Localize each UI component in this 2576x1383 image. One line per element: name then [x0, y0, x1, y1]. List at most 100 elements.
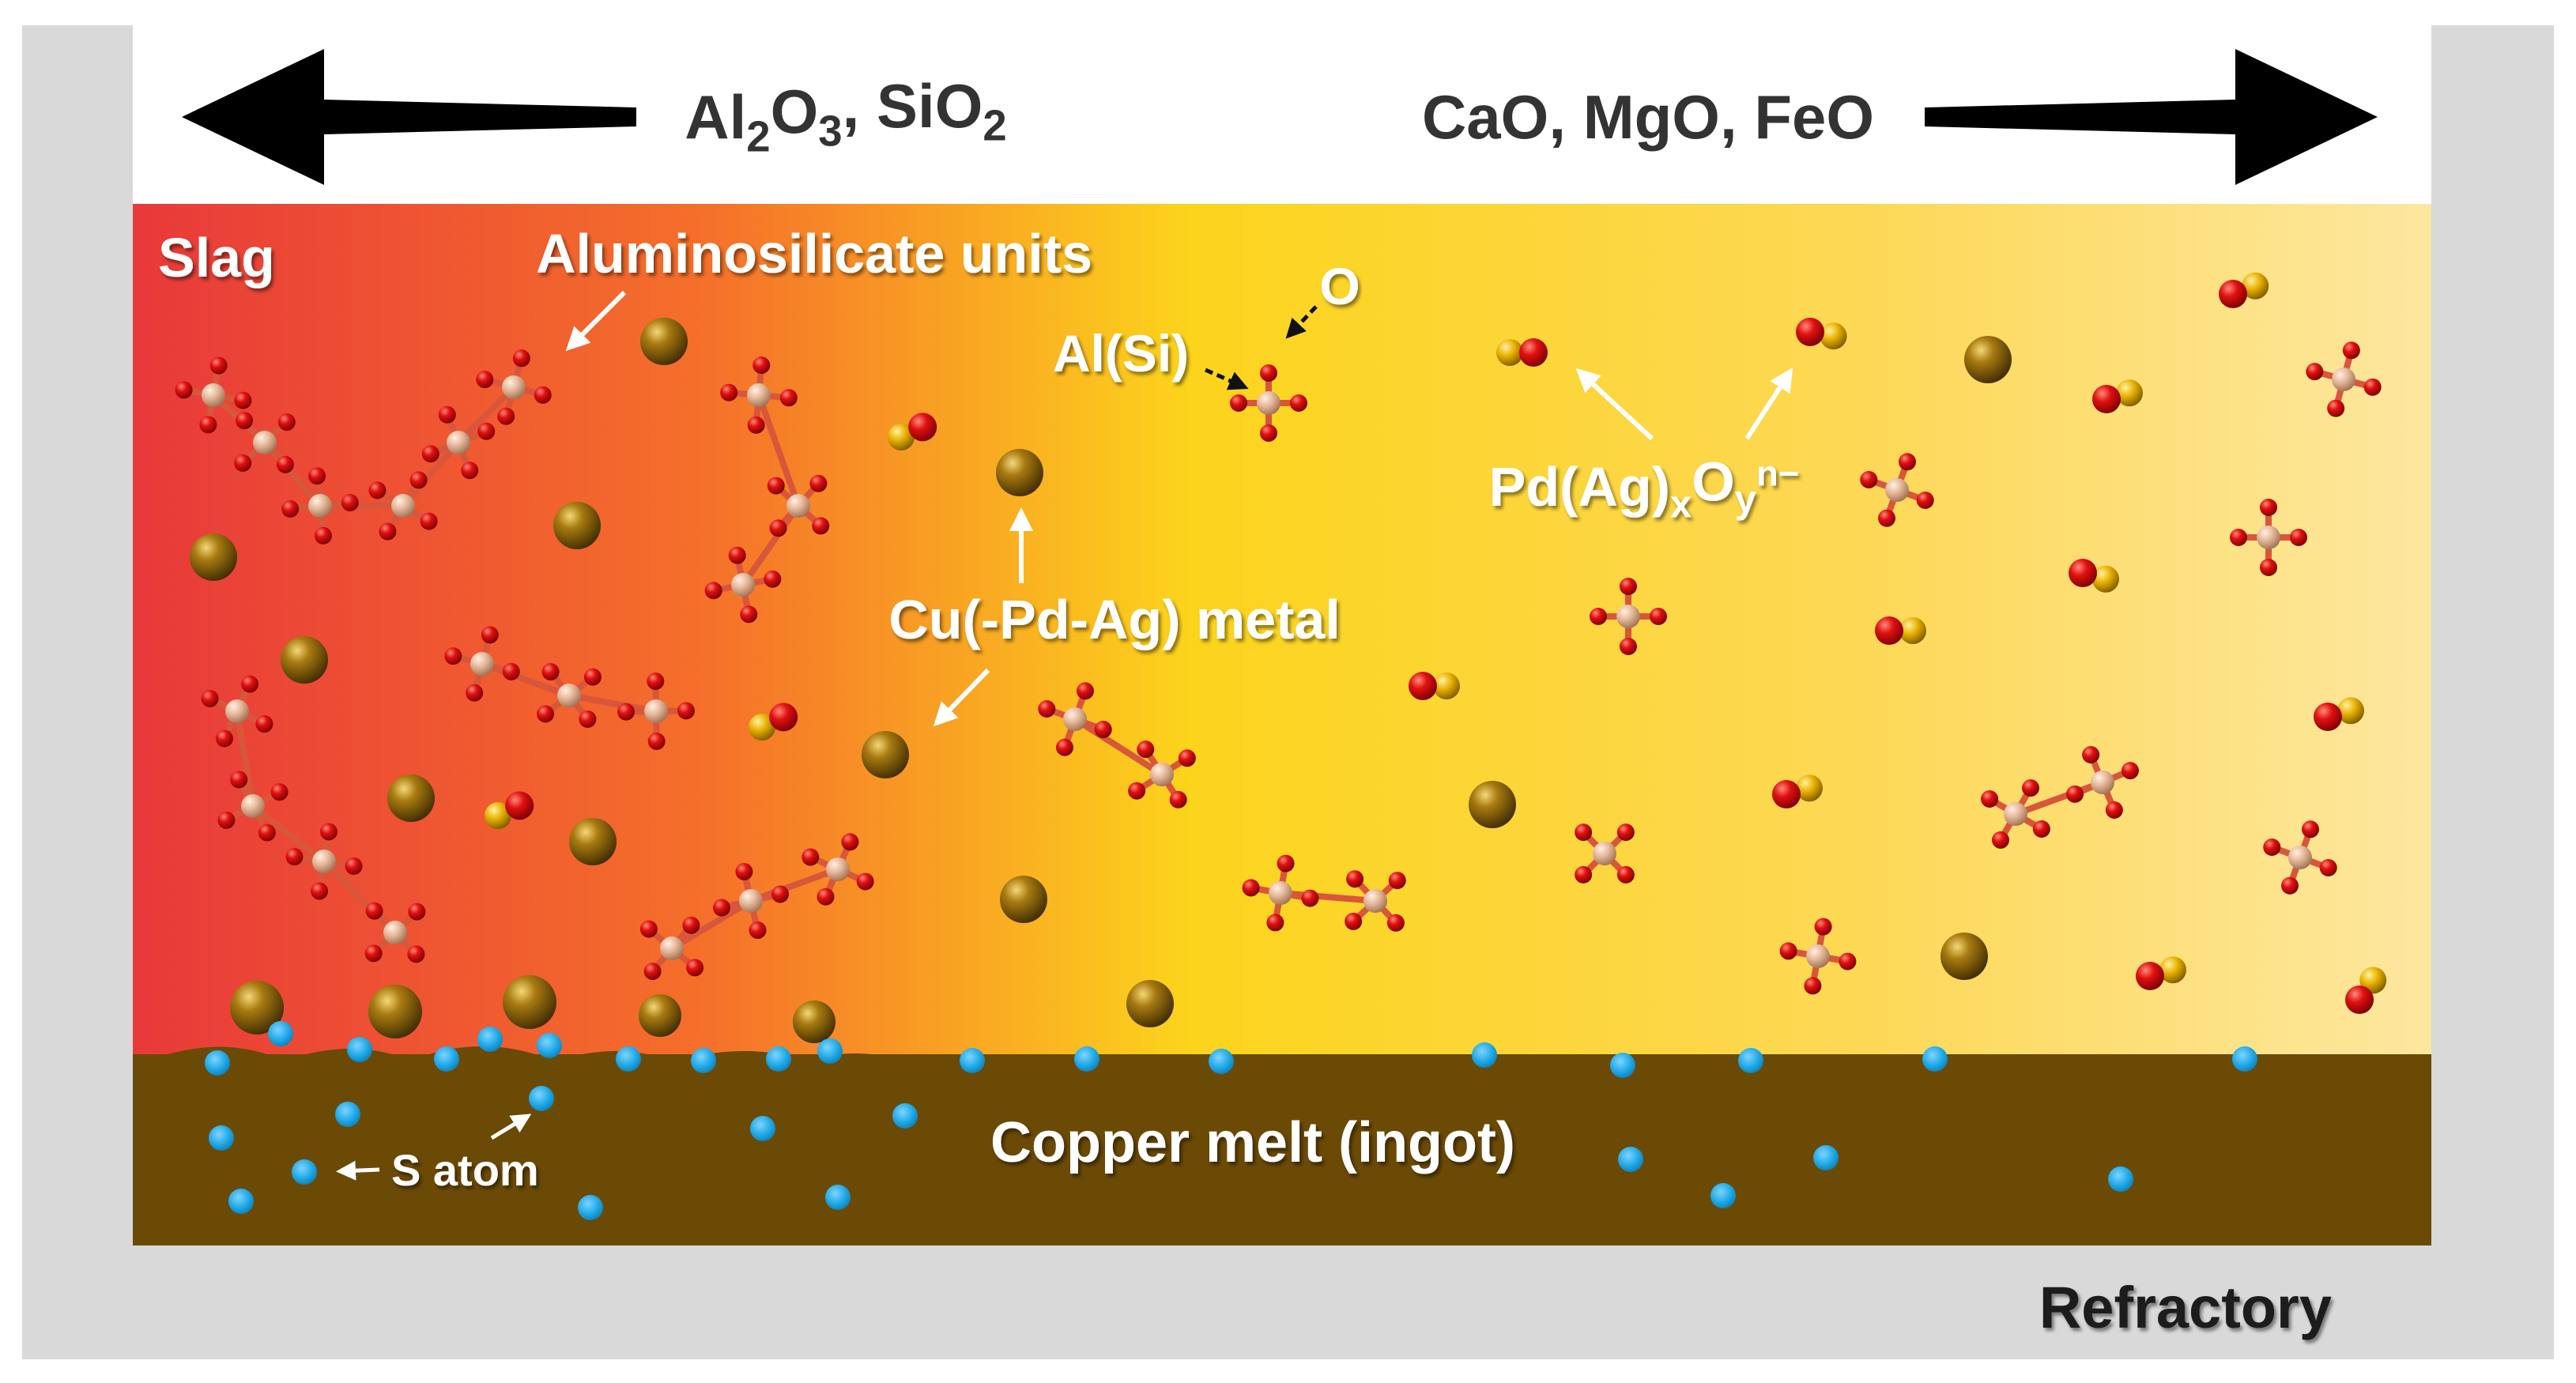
oxygen-atom [466, 684, 484, 702]
oxygen-atom [2263, 838, 2281, 857]
oxygen-atom [704, 582, 722, 600]
oxygen-atom [841, 833, 859, 851]
pointer-s-atom-1 [336, 1160, 380, 1181]
bond [250, 803, 327, 865]
oxygen-atom [444, 647, 462, 665]
al-si-atom [225, 699, 249, 723]
oxygen-atom [771, 885, 790, 903]
cu-metal-particle [553, 502, 601, 549]
oxygen-atom [747, 416, 765, 434]
oxygen-atom [1981, 790, 1999, 808]
pointer-oxygen [1285, 305, 1318, 339]
oxygen-atom [728, 546, 746, 564]
al-si-atom [1806, 944, 1830, 968]
oxygen-atom [215, 729, 233, 748]
oxygen-atom [2066, 785, 2084, 803]
pd-ag-atom [1899, 617, 1926, 644]
copper-melt-label: Copper melt (ingot) [990, 1111, 1515, 1174]
al-si-atom [747, 383, 771, 407]
oxygen-atom [534, 386, 552, 404]
oxygen-atom [2260, 499, 2277, 516]
oxygen-atom [217, 811, 236, 829]
al-si-atom [1593, 842, 1616, 865]
sulfur-atom-layer [205, 1021, 2257, 1220]
cu-metal-particle [1964, 336, 2012, 383]
oxygen-atom [1992, 831, 2009, 849]
s-atom [1618, 1147, 1643, 1172]
oxygen-atom [368, 481, 387, 499]
al-si-atom [786, 494, 810, 518]
s-atom [578, 1195, 603, 1220]
cu-metal-particle [190, 533, 237, 581]
oxygen-atom [856, 872, 874, 891]
oxygen-atom [277, 413, 296, 431]
oxygen-atom [505, 791, 534, 820]
cu-metal-particle [387, 774, 435, 822]
oxygen-atom [809, 474, 828, 492]
s-atom [1710, 1183, 1736, 1208]
oxygen-atom [769, 519, 787, 537]
s-atom [750, 1116, 775, 1141]
al-si-atom [1063, 707, 1087, 731]
oxygen-atom [1620, 638, 1637, 655]
oxygen-atom [1277, 854, 1295, 872]
s-atom [477, 1027, 503, 1052]
pd-ag-atom [2091, 565, 2119, 593]
aluminosilicate-label: Aluminosilicate units [536, 223, 1092, 285]
oxygen-atom [1056, 738, 1074, 756]
al-si-label: Al(Si) [1053, 324, 1189, 382]
al-si-atom [2091, 771, 2114, 794]
bond [455, 384, 517, 446]
cu-metal-label: Cu(-Pd-Ag) metal [888, 589, 1341, 650]
oxygen-atom [2363, 378, 2382, 396]
oxygen-atom [1345, 912, 1363, 930]
oxygen-atom [1779, 942, 1797, 960]
oxygen-atom [199, 416, 217, 434]
s-atom [335, 1102, 360, 1127]
oxygen-atom [497, 407, 515, 425]
pointer-aluminosilicate [565, 290, 627, 352]
pointer-pdag-2 [1744, 367, 1793, 440]
oxygen-atom [420, 512, 438, 530]
oxygen-atom [1898, 453, 1916, 471]
oxygen-atom [201, 689, 219, 707]
cu-metal-particle [639, 994, 681, 1037]
s-atom [616, 1046, 641, 1072]
al-si-atom [391, 494, 415, 518]
oxygen-atom [2345, 985, 2374, 1014]
oxygen-atom [502, 662, 520, 680]
oxygen-atom [2105, 801, 2123, 819]
s-atom [434, 1046, 459, 1072]
al-si-atom [2257, 526, 2280, 549]
oxygen-atom [583, 668, 602, 686]
oxygen-atom [908, 413, 937, 442]
al-si-atom [253, 431, 277, 454]
oxygen-atom [749, 921, 767, 940]
oxygen-atom [1260, 424, 1277, 442]
oxygen-atom [682, 916, 700, 934]
pointer-s-atom-2 [490, 1114, 532, 1140]
arrow-right-basic [1925, 49, 2378, 185]
oxygen-atom [1575, 823, 1593, 842]
oxygen-atom [2319, 858, 2337, 876]
oxygen-atom [308, 467, 326, 485]
oxygen-atom [1230, 394, 1247, 412]
oxygen-atom [541, 663, 560, 681]
s-atom [1813, 1145, 1839, 1170]
oxygen-atom [2082, 746, 2100, 764]
al-si-atom [2004, 802, 2027, 826]
oxygen-atom [617, 703, 636, 721]
oxygen-atom [2281, 876, 2299, 895]
cu-metal-particle [1469, 781, 1516, 828]
oxygen-atom [1346, 870, 1364, 888]
al-si-atom [1257, 391, 1280, 415]
oxygen-atom [1290, 394, 1307, 412]
copper-melt-region [133, 1054, 2431, 1245]
oxygen-atom [281, 499, 300, 518]
oxygen-atom [270, 783, 289, 801]
oxygen-atom [1388, 872, 1406, 890]
oxygen-atom [409, 471, 428, 489]
oxygen-atom [341, 494, 359, 512]
oxygen-atom [408, 903, 426, 921]
al-si-atom [312, 850, 336, 873]
